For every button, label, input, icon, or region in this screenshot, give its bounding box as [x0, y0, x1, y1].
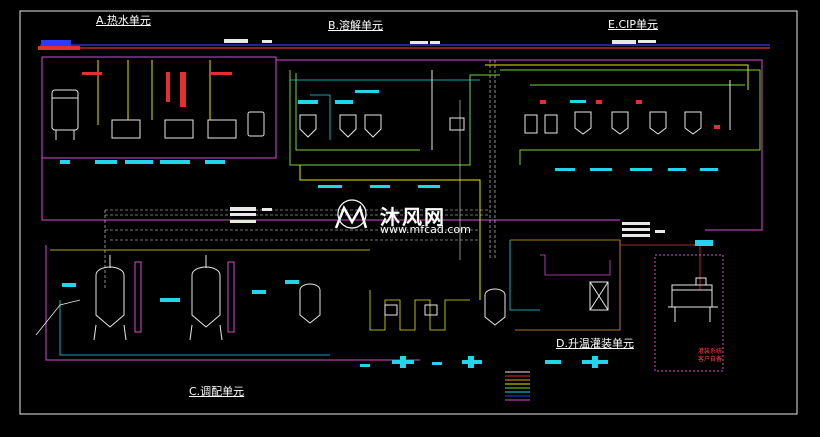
valve-red-a1	[82, 72, 102, 75]
pipe-magenta-hotwater-loop	[41, 56, 277, 159]
blend-column-2	[227, 261, 235, 333]
client-box-label: 灌装系统 客户自备	[680, 348, 740, 364]
pipe-red-fill	[620, 244, 701, 290]
pipe-magenta-bottom	[45, 245, 420, 361]
unit-label-heat-fill: D.升温灌装单元	[556, 337, 634, 350]
hot-water-tanks	[51, 60, 265, 140]
header-bar-blue	[41, 40, 71, 48]
watermark-name: 沐风网	[380, 205, 446, 229]
center-tags	[230, 207, 665, 237]
cip-tags	[555, 100, 718, 171]
dissolve-tanks	[299, 70, 465, 150]
fill-tag-top	[695, 240, 713, 246]
client-box-line2: 客户自备	[697, 356, 722, 363]
client-box-frame	[654, 254, 724, 372]
watermark-logo	[334, 199, 368, 229]
pipe-cyan-4	[509, 240, 540, 311]
blend-column-1	[134, 261, 142, 333]
pipe-magenta-mid	[41, 158, 620, 221]
hot-water-tags	[60, 160, 225, 164]
drawing-frame	[19, 10, 798, 415]
fill-equipment	[384, 281, 609, 326]
pipe-yellow-dissolve	[299, 165, 481, 300]
pipe-orange-fill	[510, 239, 621, 331]
pipe-magenta-fill	[540, 254, 611, 276]
unit-label-blending: C.调配单元	[189, 385, 245, 398]
filling-machine	[668, 277, 718, 322]
unit-label-cip: E.CIP单元	[608, 18, 659, 31]
dissolve-tags	[298, 90, 440, 188]
pipe-cyan-3	[59, 300, 330, 356]
stair	[35, 299, 81, 336]
blend-tags	[62, 280, 299, 302]
blending-tanks	[93, 255, 321, 341]
pipe-yellow-fill	[369, 290, 470, 331]
tag-e	[612, 40, 636, 44]
pipe-yellow-cip	[485, 64, 749, 90]
unit-label-dissolve: B.溶解单元	[328, 19, 384, 32]
tag-a	[224, 39, 248, 43]
pipe-cyan-2	[310, 94, 331, 140]
pipe-green-cip	[500, 69, 761, 165]
unit-label-hot-water: A.热水单元	[96, 14, 151, 27]
pipe-green-2	[295, 73, 420, 151]
client-box-line1: 灌装系统	[697, 348, 722, 355]
pipe-magenta-return	[276, 59, 763, 231]
valve-red-a2	[210, 72, 232, 75]
cip-tanks	[524, 80, 731, 135]
cip-valves	[540, 100, 720, 129]
tag-f	[638, 40, 656, 43]
legend-lines	[505, 371, 530, 401]
tag-c	[410, 41, 428, 44]
hot-water-heater-2	[166, 72, 170, 102]
pipe-green-dissolve	[289, 70, 500, 166]
bottom-symbols	[360, 356, 608, 368]
hot-water-heater	[180, 72, 186, 107]
tag-d	[430, 41, 440, 44]
watermark-url: www.mfcad.com	[380, 223, 471, 236]
tag-b	[262, 40, 272, 43]
